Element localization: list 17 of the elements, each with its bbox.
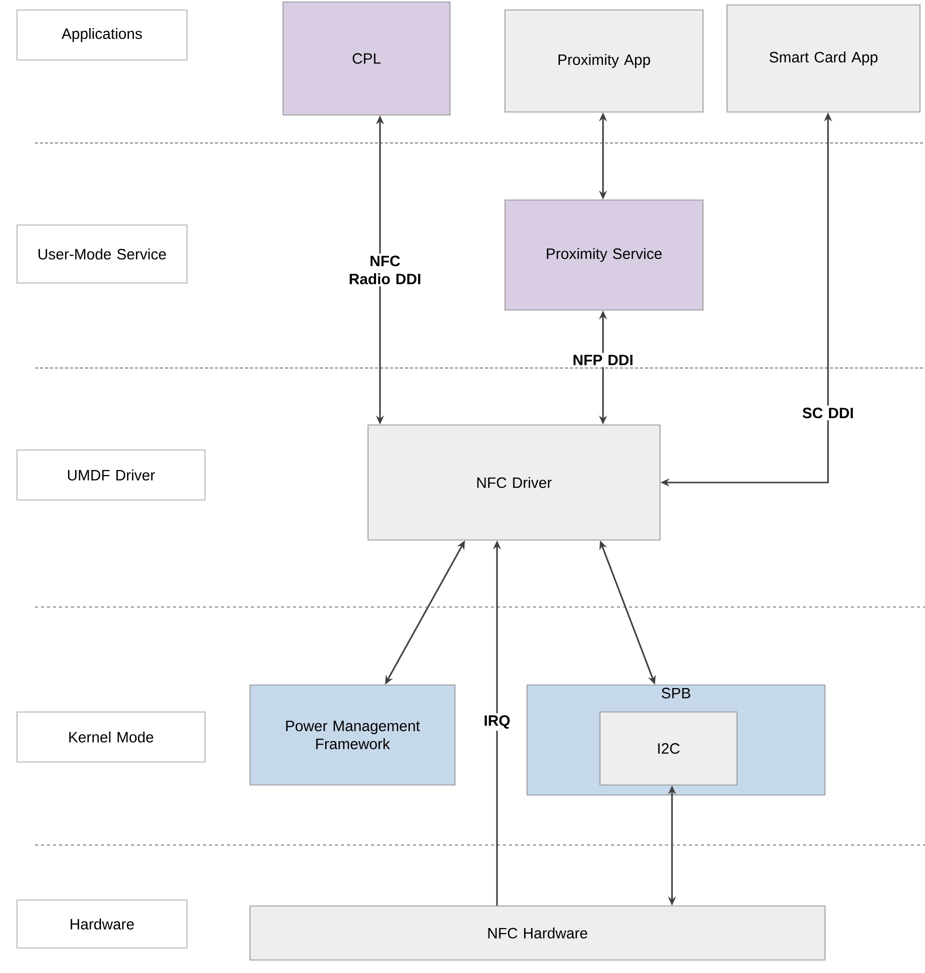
- edge-label: NFC Radio DDI: [338, 254, 432, 286]
- component-box: NFC Hardware: [250, 906, 826, 960]
- component-box: I2C: [600, 712, 738, 786]
- layer-label: Applications: [16, 10, 188, 60]
- layer-label: UMDF Driver: [16, 450, 206, 500]
- component-box: Proximity App: [504, 10, 704, 112]
- component-box: CPL: [282, 2, 450, 116]
- component-box: Proximity Service: [504, 200, 704, 310]
- layer-label: Kernel Mode: [16, 712, 206, 762]
- layer-label: User-Mode Service: [16, 224, 188, 284]
- component-box: NFC Driver: [368, 424, 660, 540]
- component-box: Smart Card App: [726, 4, 920, 112]
- edge-label: IRQ: [478, 713, 516, 731]
- edge-label: SC DDI: [797, 406, 860, 420]
- layer-label: Hardware: [16, 900, 188, 948]
- component-box: Power Management Framework: [250, 684, 456, 786]
- edge-label: NFP DDI: [565, 352, 641, 368]
